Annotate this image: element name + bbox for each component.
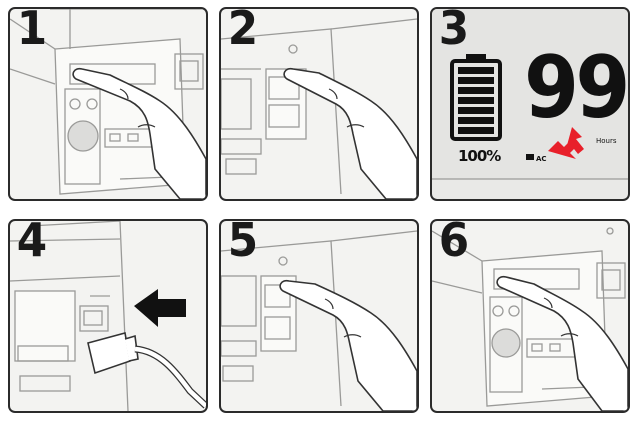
step-3-panel: 99 Hours 100% AC 3 (430, 7, 630, 201)
step-number: 1 (16, 7, 47, 55)
hand-pointing-icon (279, 279, 417, 411)
ac-indicator: AC (536, 155, 547, 163)
step-6-panel: 6 (430, 219, 630, 413)
step-number: 6 (438, 219, 469, 267)
power-plug-icon (87, 331, 206, 409)
step-4-panel: 4 (8, 219, 208, 413)
black-arrow-icon (134, 289, 186, 327)
battery-icon (450, 54, 502, 141)
step-number: 4 (16, 219, 47, 267)
hand-pointing-icon (496, 275, 628, 411)
step-number: 3 (438, 7, 469, 55)
step-number: 2 (227, 7, 258, 55)
step-number: 5 (227, 219, 258, 267)
red-arrow-icon (548, 127, 584, 159)
step-2-panel: 2 (219, 7, 419, 201)
device-front-illustration (221, 18, 417, 195)
hand-pointing-icon (72, 67, 206, 199)
hand-pointing-icon (283, 67, 417, 199)
hours-label: Hours (596, 137, 617, 145)
battery-percent: 100% (458, 147, 501, 165)
lcd-display-illustration (432, 9, 628, 180)
hours-readout: 99 (524, 38, 628, 138)
device-side-illustration (10, 221, 206, 411)
step-1-panel: 1 (8, 7, 208, 201)
step-5-panel: 5 (219, 219, 419, 413)
